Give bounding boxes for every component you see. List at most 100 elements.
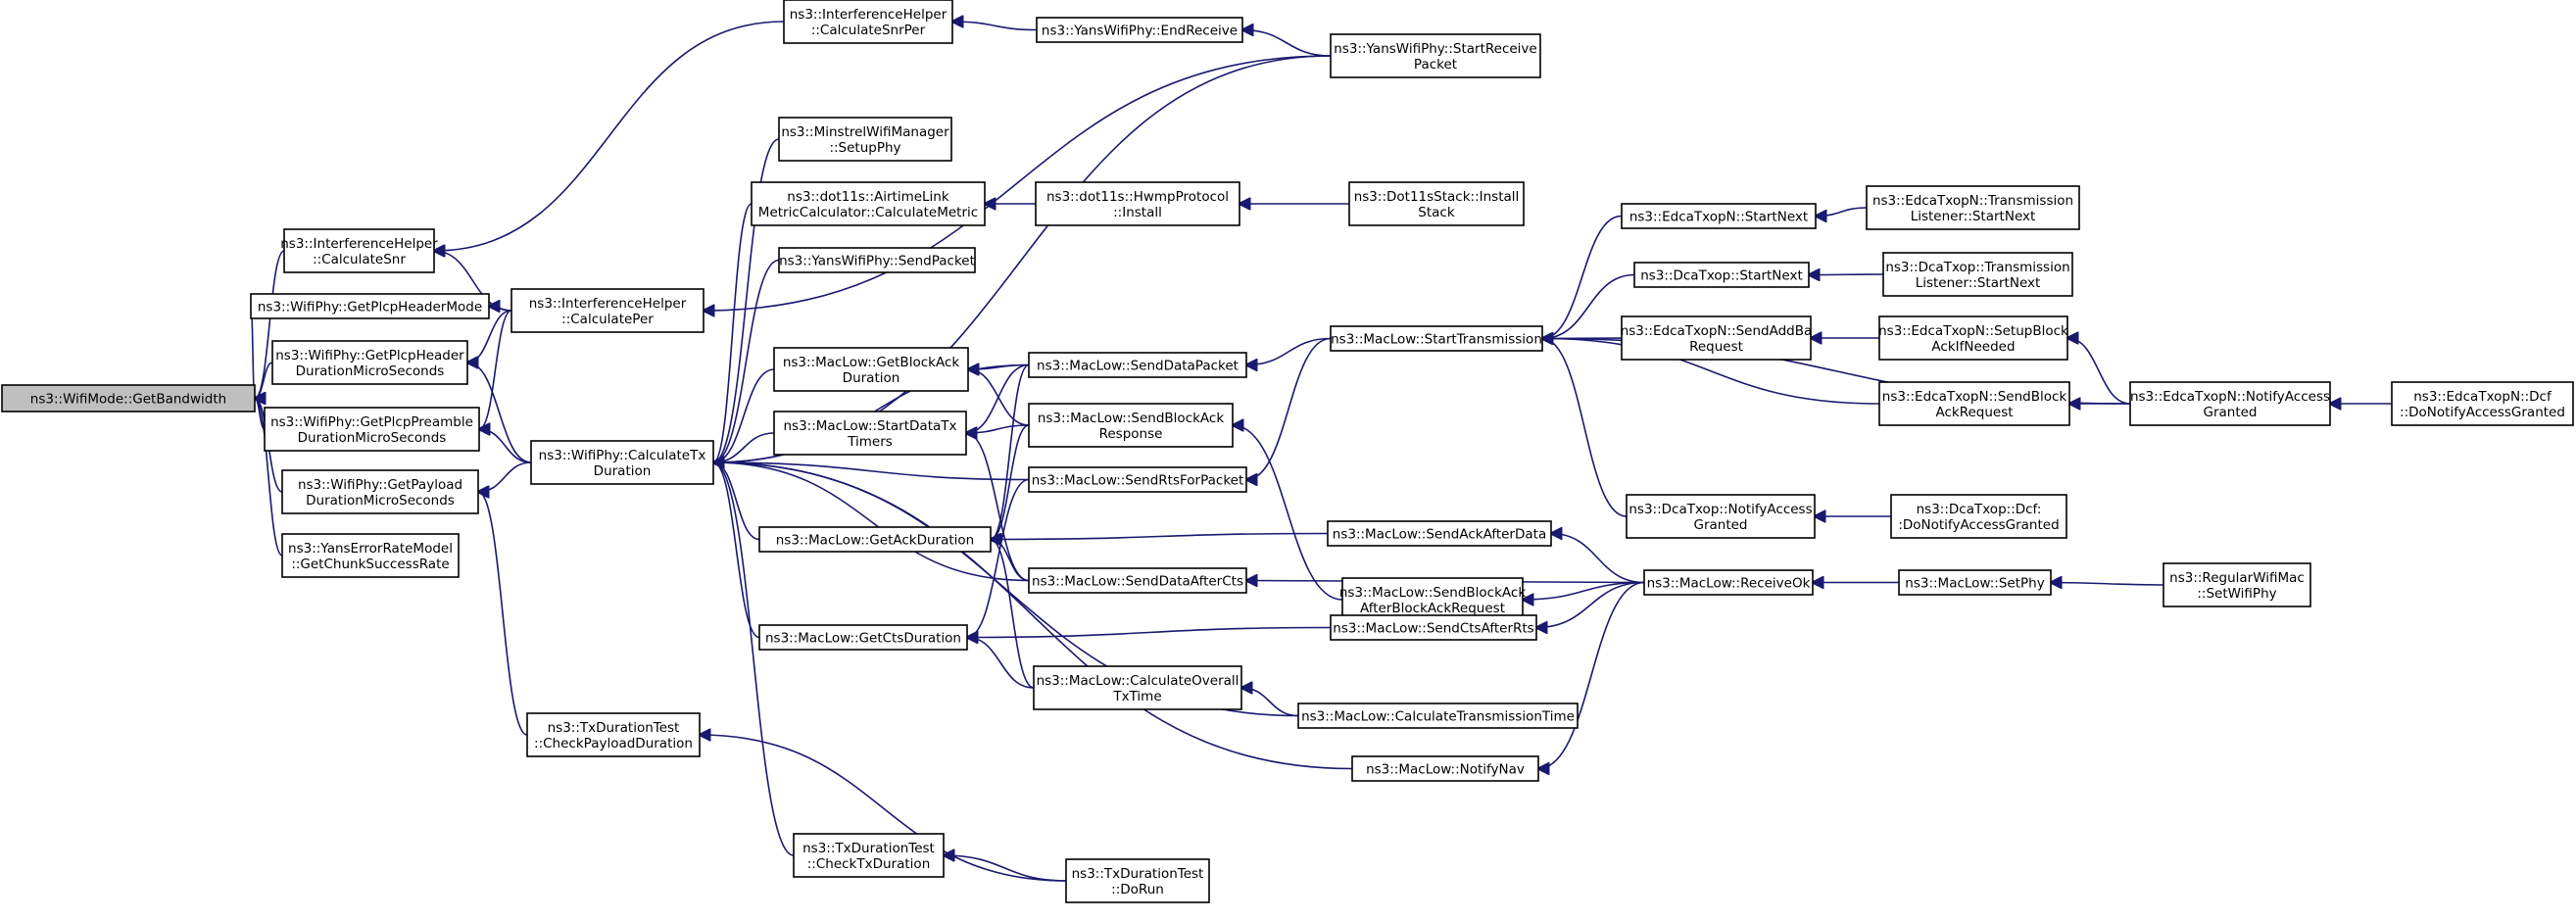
node-box	[758, 624, 968, 651]
node-label: Packet	[1414, 57, 1457, 73]
node-label: ns3::MacLow::GetAckDuration	[776, 533, 975, 549]
node-minstrel[interactable]: ns3::MinstrelWifiManager::SetupPhy	[778, 117, 952, 162]
node-receiveok[interactable]: ns3::MacLow::ReceiveOk	[1643, 569, 1814, 596]
node-dcatlsn[interactable]: ns3::DcaTxop::TransmissionListener::Star…	[1882, 252, 2073, 297]
node-label: ns3::TxDurationTest	[1072, 866, 1204, 882]
node-yanserr[interactable]: ns3::YansErrorRateModel::GetChunkSuccess…	[281, 533, 460, 578]
node-plcphm[interactable]: ns3::WifiPhy::GetPlcpHeaderMode	[250, 293, 490, 319]
nodes-layer: ns3::WifiMode::GetBandwidth ns3::Interfer…	[1, 0, 2574, 903]
node-plcphdr[interactable]: ns3::WifiPhy::GetPlcpHeaderDurationMicro…	[271, 340, 468, 385]
node-chkpayload[interactable]: ns3::TxDurationTest::CheckPayloadDuratio…	[526, 712, 701, 757]
node-getackdur[interactable]: ns3::MacLow::GetAckDuration	[758, 526, 992, 553]
node-endrecv[interactable]: ns3::YansWifiPhy::EndReceive	[1036, 17, 1243, 43]
node-label: ns3::InterferenceHelper	[280, 236, 438, 252]
node-box	[793, 833, 945, 878]
node-dcadonotify[interactable]: ns3::DcaTxop::Dcf::DoNotifyAccessGranted	[1890, 494, 2067, 539]
node-label: ns3::dot11s::AirtimeLink	[787, 189, 949, 205]
node-box	[281, 533, 460, 578]
node-label: :DoNotifyAccessGranted	[1898, 517, 2059, 533]
node-box	[1882, 252, 2073, 297]
edge-calctx-to-payload	[478, 461, 532, 492]
node-edcastartnext[interactable]: ns3::EdcaTxopN::StartNext	[1621, 203, 1817, 229]
edge-plcphdr-to-getbw	[255, 362, 273, 399]
node-box	[1028, 466, 1247, 493]
node-senddataaftercts[interactable]: ns3::MacLow::SendDataAfterCts	[1028, 567, 1247, 594]
node-label: ns3::EdcaTxopN::SendBlock	[1882, 389, 2067, 405]
node-label: ns3::MacLow::StartDataTx	[783, 418, 956, 434]
node-dcastartnext[interactable]: ns3::DcaTxop::StartNext	[1633, 262, 1810, 288]
node-label: ns3::Dot11sStack::Install	[1354, 189, 1520, 205]
node-calcsnrper[interactable]: ns3::InterferenceHelper::CalculateSnrPer	[783, 0, 953, 44]
node-airtime[interactable]: ns3::dot11s::AirtimeLinkMetricCalculator…	[751, 181, 986, 226]
node-notifynav[interactable]: ns3::MacLow::NotifyNav	[1351, 755, 1539, 782]
node-label: ns3::WifiPhy::CalculateTx	[539, 448, 706, 463]
node-hwmp[interactable]: ns3::dot11s::HwmpProtocol::Install	[1035, 181, 1240, 226]
node-setwifiphy[interactable]: ns3::RegularWifiMac::SetWifiPhy	[2163, 562, 2311, 607]
node-label: ns3::MacLow::NotifyNav	[1366, 762, 1525, 778]
node-sendrts[interactable]: ns3::MacLow::SendRtsForPacket	[1028, 466, 1247, 493]
node-starttrans[interactable]: ns3::MacLow::StartTransmission	[1330, 325, 1543, 352]
node-label: ns3::MacLow::SetPhy	[1905, 576, 2044, 592]
node-box	[1626, 494, 1816, 539]
node-setphy[interactable]: ns3::MacLow::SetPhy	[1898, 569, 2052, 596]
edge-sendctsafterrts-to-getctsdur	[967, 626, 1332, 638]
edge-receiveok-to-sendackafterdata	[1551, 534, 1645, 584]
node-label: ns3::MacLow::SendAckAfterData	[1333, 527, 1546, 543]
node-box	[1327, 520, 1552, 547]
node-edcadcfnotify[interactable]: ns3::EdcaTxopN::Dcf::DoNotifyAccessGrant…	[2391, 381, 2574, 426]
node-box	[1348, 181, 1525, 226]
edge-calcsnrper-to-calcsnr	[434, 21, 785, 251]
node-label: ns3::WifiPhy::GetPayload	[298, 477, 462, 493]
node-label: ns3::DcaTxop::Dcf:	[1917, 502, 2042, 517]
node-yanssend[interactable]: ns3::YansWifiPhy::SendPacket	[778, 247, 976, 273]
node-dorun[interactable]: ns3::TxDurationTest::DoRun	[1065, 858, 1210, 903]
node-label: DurationMicroSeconds	[296, 364, 445, 379]
node-sendbaafterreq[interactable]: ns3::MacLow::SendBlockAckAfterBlockAckRe…	[1339, 577, 1526, 622]
node-label: ns3::WifiPhy::GetPlcpHeader	[275, 348, 464, 364]
node-calctranstime[interactable]: ns3::MacLow::CalculateTransmissionTime	[1297, 703, 1579, 729]
node-edcanotify[interactable]: ns3::EdcaTxopN::NotifyAccessGranted	[2129, 381, 2331, 426]
node-dcanotify[interactable]: ns3::DcaTxop::NotifyAccessGranted	[1626, 494, 1816, 539]
node-sendackafterdata[interactable]: ns3::MacLow::SendAckAfterData	[1327, 520, 1552, 547]
node-calcsnr[interactable]: ns3::InterferenceHelper::CalculateSnr	[280, 228, 438, 273]
edge-yanssend-to-calctx	[713, 259, 780, 463]
node-label: ::Install	[1113, 205, 1162, 220]
node-label: ns3::YansErrorRateModel	[288, 541, 453, 557]
node-payload[interactable]: ns3::WifiPhy::GetPayloadDurationMicroSec…	[281, 469, 479, 514]
edge-senddataaftercts-to-getackdur	[991, 540, 1030, 582]
node-plcppre[interactable]: ns3::WifiPhy::GetPlcpPreambleDurationMic…	[264, 407, 480, 452]
edge-calcoverall-to-getctsdur	[967, 638, 1035, 689]
node-box	[264, 407, 480, 452]
node-box	[1036, 17, 1243, 43]
node-label: ns3::MacLow::ReceiveOk	[1647, 576, 1811, 592]
node-getctsdur[interactable]: ns3::MacLow::GetCtsDuration	[758, 624, 968, 651]
edge-edcanotify-to-setupblockack	[2067, 338, 2131, 405]
node-box	[1028, 567, 1247, 594]
edges-layer	[251, 21, 2392, 882]
node-label: ns3::WifiMode::GetBandwidth	[30, 392, 226, 408]
node-senddatapkt[interactable]: ns3::MacLow::SendDataPacket	[1028, 352, 1247, 378]
node-calcper[interactable]: ns3::InterferenceHelper::CalculatePer	[510, 288, 705, 333]
node-edcatlsn[interactable]: ns3::EdcaTxopN::TransmissionListener::St…	[1866, 185, 2080, 230]
node-chktxdur[interactable]: ns3::TxDurationTest::CheckTxDuration	[793, 833, 945, 878]
edge-notifynav-to-calctx	[713, 462, 1353, 770]
edge-calcper-to-plcphm	[489, 307, 512, 312]
node-sendctsafterrts[interactable]: ns3::MacLow::SendCtsAfterRts	[1330, 614, 1537, 641]
edge-starttrans-to-sendrts	[1246, 337, 1332, 480]
edge-startrecv-to-calcper	[704, 55, 1332, 311]
node-box	[1028, 352, 1247, 378]
node-box	[1621, 315, 1812, 361]
node-box	[2391, 381, 2574, 426]
node-getbw[interactable]: ns3::WifiMode::GetBandwidth	[1, 384, 256, 412]
node-box	[778, 247, 976, 273]
